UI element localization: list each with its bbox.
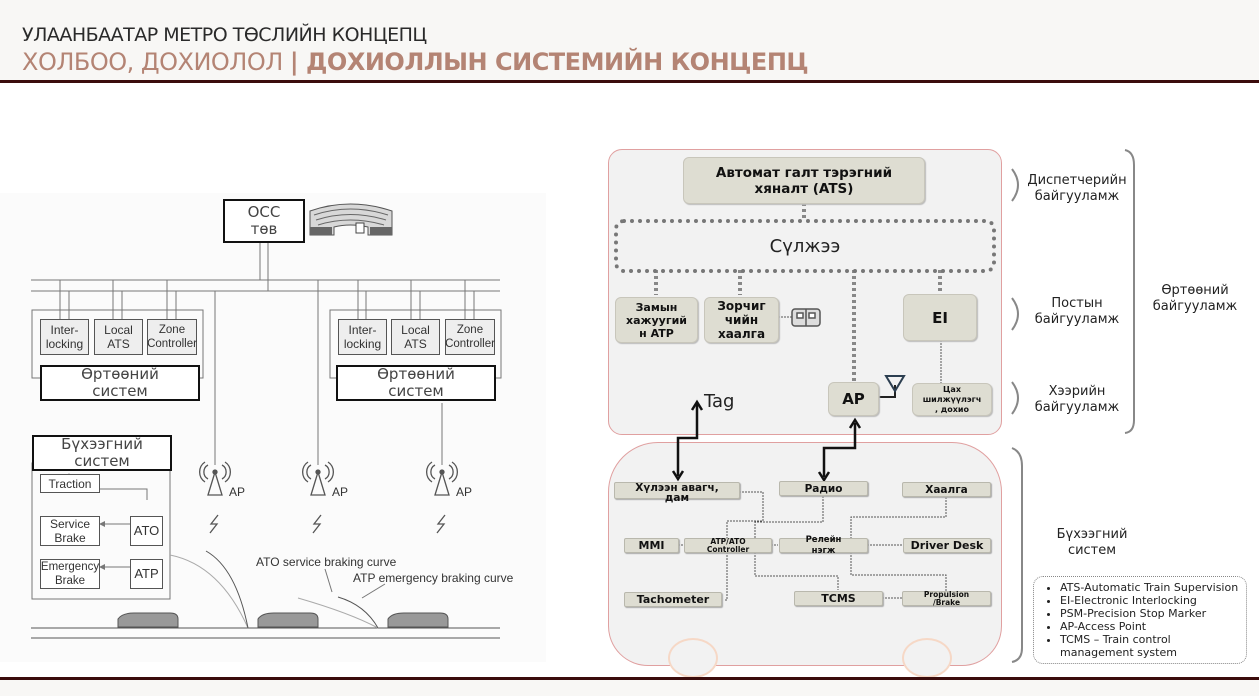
local-ats-unit: Local ATS — [391, 319, 440, 355]
interlocking-unit: Inter- locking — [40, 319, 89, 355]
emergency-brake-unit: Emergency Brake — [40, 559, 100, 589]
tcms-box: TCMS — [794, 591, 883, 606]
radio-box: Радио — [779, 481, 868, 496]
slide-title: ХОЛБОО, ДОХИОЛОЛ | ДОХИОЛЛЫН СИСТЕМИЙН К… — [22, 48, 809, 76]
left-diagram-lines — [31, 203, 502, 639]
station-facility-label: Өртөөний байгууламж — [1152, 283, 1238, 314]
legend-item: TCMS – Train control management system — [1060, 633, 1246, 659]
atp-unit: ATP — [130, 559, 163, 589]
interlocking-unit: Inter- locking — [338, 319, 387, 355]
zone-controller-unit: Zone Controller — [445, 319, 495, 355]
propulsion-brake-box: Propulsion /Brake — [902, 590, 991, 606]
ei-box: EI — [903, 294, 977, 341]
controller-box: ATP/ATO Controller — [684, 537, 772, 553]
wayside-atp-box: Замын хажуугий н ATP — [615, 297, 698, 343]
network-cloud: Сүлжээ — [614, 219, 996, 273]
ap-label: AP — [332, 485, 349, 499]
onboard-system-label: Бүхээгний систем — [32, 435, 172, 471]
title-bold: | ДОХИОЛЛЫН СИСТЕМИЙН КОНЦЕПЦ — [289, 48, 809, 76]
ap-label: AP — [456, 485, 473, 499]
cab-system-label: Бүхээгний систем — [1056, 527, 1128, 558]
mmi-box: MMI — [624, 538, 679, 553]
title-light: ХОЛБОО, ДОХИОЛОЛ — [22, 48, 290, 76]
header-rule — [0, 80, 1259, 83]
trains — [117, 612, 449, 628]
ats-box: Автомат галт тэрэгний хяналт (ATS) — [683, 157, 925, 204]
ap-label: AP — [229, 485, 246, 499]
abbreviation-legend: ATS-Automatic Train Supervision EI-Elect… — [1033, 576, 1247, 664]
field-facility-label: Хээрийн байгууламж — [1034, 384, 1120, 415]
switch-signal-box: Цах шилжүүлэгч , дохио — [912, 383, 992, 416]
legend-item: EI-Electronic Interlocking — [1060, 594, 1246, 607]
ato-unit: ATO — [130, 516, 163, 546]
footer-rule — [0, 677, 1259, 680]
tag-label: Tag — [704, 391, 735, 412]
driver-desk-box: Driver Desk — [903, 538, 991, 553]
ap-box: AP — [828, 382, 879, 416]
station-system-label: Өртөөний систем — [336, 365, 496, 401]
occ-console-icon — [309, 203, 393, 236]
occ-center-label: OCC төв — [223, 199, 305, 243]
station-system-label: Өртөөний систем — [40, 365, 200, 401]
door-box: Хаалга — [902, 482, 991, 497]
relay-box: Релейн нэгж — [779, 535, 868, 556]
legend-item: PSM-Precision Stop Marker — [1060, 607, 1246, 620]
reader-box: Хүлээн авагч, дам — [614, 482, 740, 503]
train-wheel — [668, 638, 718, 678]
legend-item: AP-Access Point — [1060, 620, 1246, 633]
tachometer-box: Tachometer — [624, 592, 722, 607]
train-wheel — [902, 638, 952, 678]
platform-door-box: Зорчиг чийн хаалга — [704, 297, 779, 343]
legend-item: ATS-Automatic Train Supervision — [1060, 581, 1246, 594]
local-ats-unit: Local ATS — [94, 319, 143, 355]
ap-antennas — [199, 461, 458, 534]
zone-controller-unit: Zone Controller — [147, 319, 197, 355]
slide-header: УЛААНБААТАР МЕТРО ТӨСЛИЙН КОНЦЕПЦ ХОЛБОО… — [0, 0, 1259, 80]
left-system-diagram: OCC төв Inter- locking Local ATS Zone Co… — [0, 193, 546, 662]
ato-braking-curve-label: ATO service braking curve — [256, 555, 397, 569]
slide-footer — [0, 680, 1259, 696]
post-facility-label: Постын байгууламж — [1034, 296, 1120, 327]
service-brake-unit: Service Brake — [40, 516, 100, 546]
atp-braking-curve-label: ATP emergency braking curve — [353, 571, 514, 585]
traction-unit: Traction — [40, 474, 100, 493]
slide-subtitle: УЛААНБААТАР МЕТРО ТӨСЛИЙН КОНЦЕПЦ — [22, 24, 427, 46]
dispatch-facility-label: Диспетчерийн байгууламж — [1027, 173, 1127, 204]
